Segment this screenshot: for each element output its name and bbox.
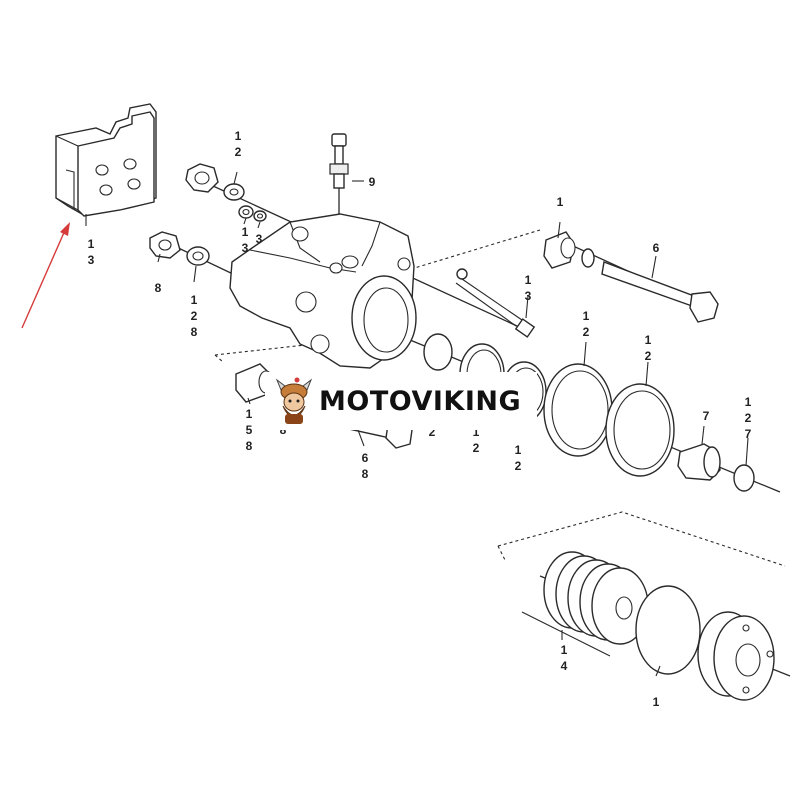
callout-digit: 1	[246, 407, 253, 421]
callout-ring-large-b: 1 2	[645, 333, 652, 363]
callout-digit: 1	[645, 333, 652, 347]
callout-extra8: 8	[280, 423, 287, 437]
callout-seal127: 1 2 7	[745, 395, 752, 441]
brake-pads-part	[55, 103, 157, 217]
thin-disc-part	[635, 585, 701, 675]
callout-disc1: 1	[653, 695, 660, 709]
callout-washer8: 1 2 8	[191, 293, 198, 339]
callout-digit: 8	[280, 423, 287, 437]
callout-digit: 1	[561, 643, 568, 657]
washer-128-part	[186, 246, 210, 266]
small-bushing-b-part	[253, 210, 267, 222]
callout-bolt13: 1 3	[525, 273, 532, 303]
callout-nut8: 8	[155, 281, 162, 295]
callout-pads: 1 3	[88, 237, 95, 267]
callout-digit: 2	[429, 425, 436, 439]
callout-bushing-left: 1 5 8	[246, 407, 253, 453]
callout-digit: 2	[583, 325, 590, 339]
callout-bolt6: 6	[653, 241, 660, 255]
small-bushing-a-part	[238, 205, 254, 219]
callout-digit: 6	[362, 451, 369, 465]
o-ring-large-a-part	[543, 363, 613, 457]
callout-digit: 1	[515, 443, 522, 457]
callout-digit: 2	[645, 349, 652, 363]
callout-digit: 1	[242, 225, 249, 239]
callout-small-a: 1 3	[242, 225, 249, 255]
disc-spring-stack-part	[521, 551, 649, 657]
o-ring-large-b-part	[605, 383, 675, 477]
callout-digit: 1	[557, 195, 564, 209]
callout-digit: 2	[515, 459, 522, 473]
callout-digit: 7	[745, 427, 752, 441]
callout-digit: 2	[235, 145, 242, 159]
end-cap-part	[697, 611, 775, 701]
callout-ring-small-a: 1 2	[473, 425, 480, 455]
callout-digit: 5	[246, 423, 253, 437]
bolt-6-part	[601, 261, 719, 323]
caliper-housing-part	[229, 213, 417, 369]
callout-digit: 7	[703, 409, 710, 423]
callout-digit: 2	[473, 441, 480, 455]
callout-digit: 3	[525, 289, 532, 303]
callout-digit: 9	[369, 175, 376, 189]
seal-ring-2-part	[423, 333, 453, 371]
callout-digit: 1	[235, 129, 242, 143]
callout-leader-lines	[85, 171, 749, 677]
callout-ring-large-a: 1 2	[583, 309, 590, 339]
callout-washer-top: 1 2	[235, 129, 242, 159]
callout-digit: 1	[745, 395, 752, 409]
viking-mascot-icon	[275, 377, 313, 424]
callout-small-b: 3	[256, 232, 263, 246]
callout-bushing-top: 1	[557, 195, 564, 209]
callout-digit: 2	[191, 309, 198, 323]
callout-digit: 1	[525, 273, 532, 287]
callout-digit: 8	[246, 439, 253, 453]
callout-digit: 1	[191, 293, 198, 307]
piston-7-part	[677, 443, 721, 481]
callout-digit: 8	[155, 281, 162, 295]
callout-digit: 3	[88, 253, 95, 267]
callout-digit: 1	[653, 695, 660, 709]
callout-springs14: 1 4	[561, 643, 568, 673]
callout-ring2: 2	[429, 425, 436, 439]
callout-digit: 8	[191, 325, 198, 339]
motoviking-watermark: MOTOVIKING	[265, 372, 537, 430]
callout-digit: 3	[242, 241, 249, 255]
nut-top-part	[185, 163, 219, 193]
callout-piston7: 7	[703, 409, 710, 423]
bushing-top-part	[543, 231, 576, 269]
callout-digit: 4	[561, 659, 568, 673]
watermark-text: MOTOVIKING	[319, 385, 522, 417]
long-bolt-13-part	[455, 268, 536, 338]
callout-digit: 1	[473, 425, 480, 439]
washer-top-part	[223, 183, 245, 201]
callout-digit: 1	[88, 237, 95, 251]
callout-digit: 2	[745, 411, 752, 425]
nut-8-part	[149, 231, 181, 259]
washer-right-part	[581, 248, 595, 268]
callout-ring-small-b: 1 2	[515, 443, 522, 473]
callout-bolt9: 9	[369, 175, 376, 189]
callout-digit: 8	[362, 467, 369, 481]
dashed-reference-lines	[214, 229, 786, 567]
callout-bolt68: 6 8	[362, 451, 369, 481]
red-pointer-arrow	[21, 222, 70, 329]
seal-127-part	[733, 464, 755, 492]
callout-digit: 1	[583, 309, 590, 323]
callout-digit: 3	[256, 232, 263, 246]
callout-digit: 6	[653, 241, 660, 255]
